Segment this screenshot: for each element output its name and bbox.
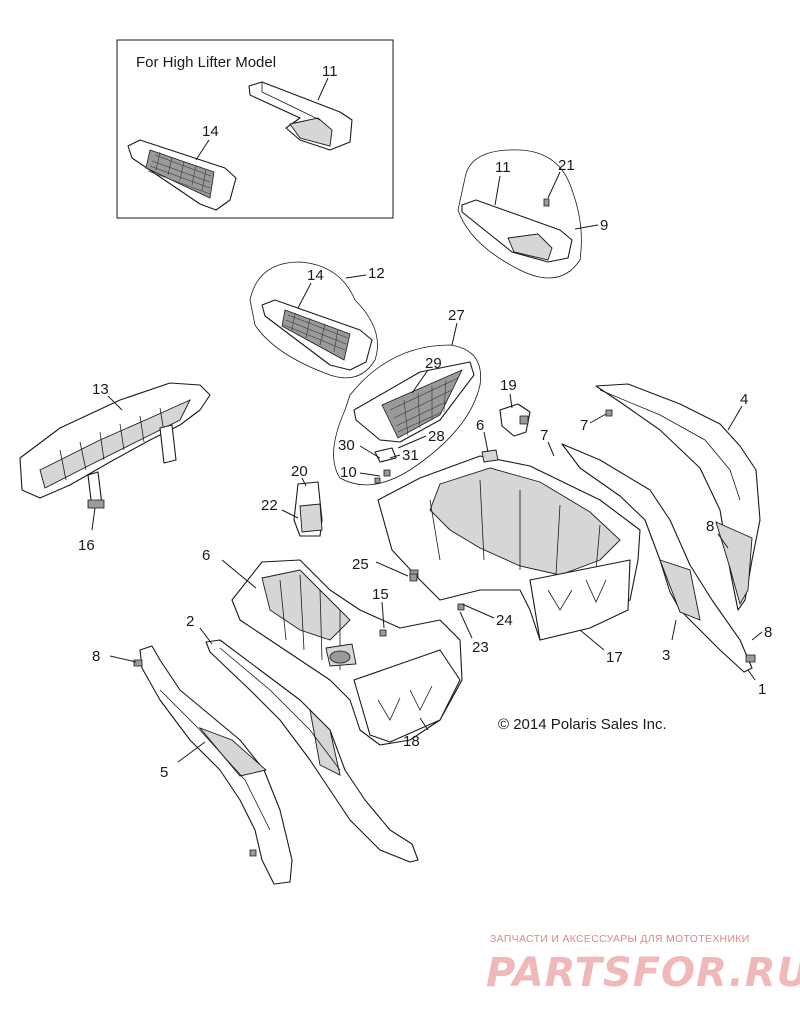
callout-28: 28 xyxy=(428,428,445,445)
high-lifter-inset: For High Lifter Model 11 14 xyxy=(116,39,394,219)
inset-part-11 xyxy=(248,81,353,151)
callout-4: 4 xyxy=(740,391,748,408)
callout-14-group12: 14 xyxy=(307,267,324,284)
callout-14-inset: 14 xyxy=(202,123,219,140)
inset-part-14 xyxy=(127,139,237,211)
callout-2: 2 xyxy=(186,613,194,630)
callout-20: 20 xyxy=(291,463,308,480)
callout-11-inset: 11 xyxy=(322,63,338,80)
watermark-brand: PARTSFOR.RU xyxy=(486,950,800,996)
callout-10: 10 xyxy=(340,464,357,481)
part-2-left-panel: 2 xyxy=(186,613,419,863)
assembly-27: 27 29 30 28 31 10 xyxy=(333,307,482,486)
part-4-right-fender: 4 7 xyxy=(580,383,761,611)
part-5-left-fender: 8 5 xyxy=(92,645,293,885)
callout-24: 24 xyxy=(496,612,513,629)
callout-7-mid: 7 xyxy=(540,427,548,444)
callout-21: 21 xyxy=(558,157,575,174)
callout-22: 22 xyxy=(261,497,278,514)
part-18-body: 6 25 15 24 23 18 xyxy=(202,547,513,750)
callout-23: 23 xyxy=(472,639,489,656)
callout-6-top: 6 xyxy=(476,417,484,434)
callout-27: 27 xyxy=(448,307,465,324)
callout-5: 5 xyxy=(160,764,168,781)
callout-16: 16 xyxy=(78,537,95,554)
callout-1: 1 xyxy=(758,681,766,698)
callout-31: 31 xyxy=(402,447,419,464)
assembly-12: 14 12 xyxy=(249,261,385,379)
callout-7-right: 7 xyxy=(580,417,588,434)
callout-30: 30 xyxy=(338,437,355,454)
part-1-3-right-panel: 3 8 1 8 xyxy=(561,443,772,698)
callout-29: 29 xyxy=(425,355,442,372)
callout-25: 25 xyxy=(352,556,369,573)
watermark-tagline: ЗАПЧАСТИ И АКСЕССУАРЫ ДЛЯ МОТОТЕХНИКИ xyxy=(490,933,750,945)
callout-8-right: 8 xyxy=(764,624,772,641)
callout-8-left: 8 xyxy=(92,648,100,665)
callout-3: 3 xyxy=(662,647,670,664)
assembly-9: 11 21 9 xyxy=(457,149,608,279)
callout-9: 9 xyxy=(600,217,608,234)
callout-11-group9: 11 xyxy=(495,159,511,176)
callout-15: 15 xyxy=(372,586,389,603)
inset-title: For High Lifter Model xyxy=(136,54,276,71)
callout-6-body: 6 xyxy=(202,547,210,564)
callout-12: 12 xyxy=(368,265,385,282)
callout-8-upper: 8 xyxy=(706,518,714,535)
callout-19: 19 xyxy=(500,377,517,394)
part-13-16: 13 16 xyxy=(19,381,211,554)
part-19: 19 xyxy=(499,377,531,437)
callout-17: 17 xyxy=(606,649,623,666)
copyright-text: © 2014 Polaris Sales Inc. xyxy=(498,716,667,733)
part-20-22: 20 22 xyxy=(261,463,323,537)
part-17-cargo-box: 6 7 17 xyxy=(377,417,641,666)
watermark: ЗАПЧАСТИ И АКСЕССУАРЫ ДЛЯ МОТОТЕХНИКИ PA… xyxy=(486,933,800,996)
callout-13: 13 xyxy=(92,381,109,398)
callout-18: 18 xyxy=(403,733,420,750)
